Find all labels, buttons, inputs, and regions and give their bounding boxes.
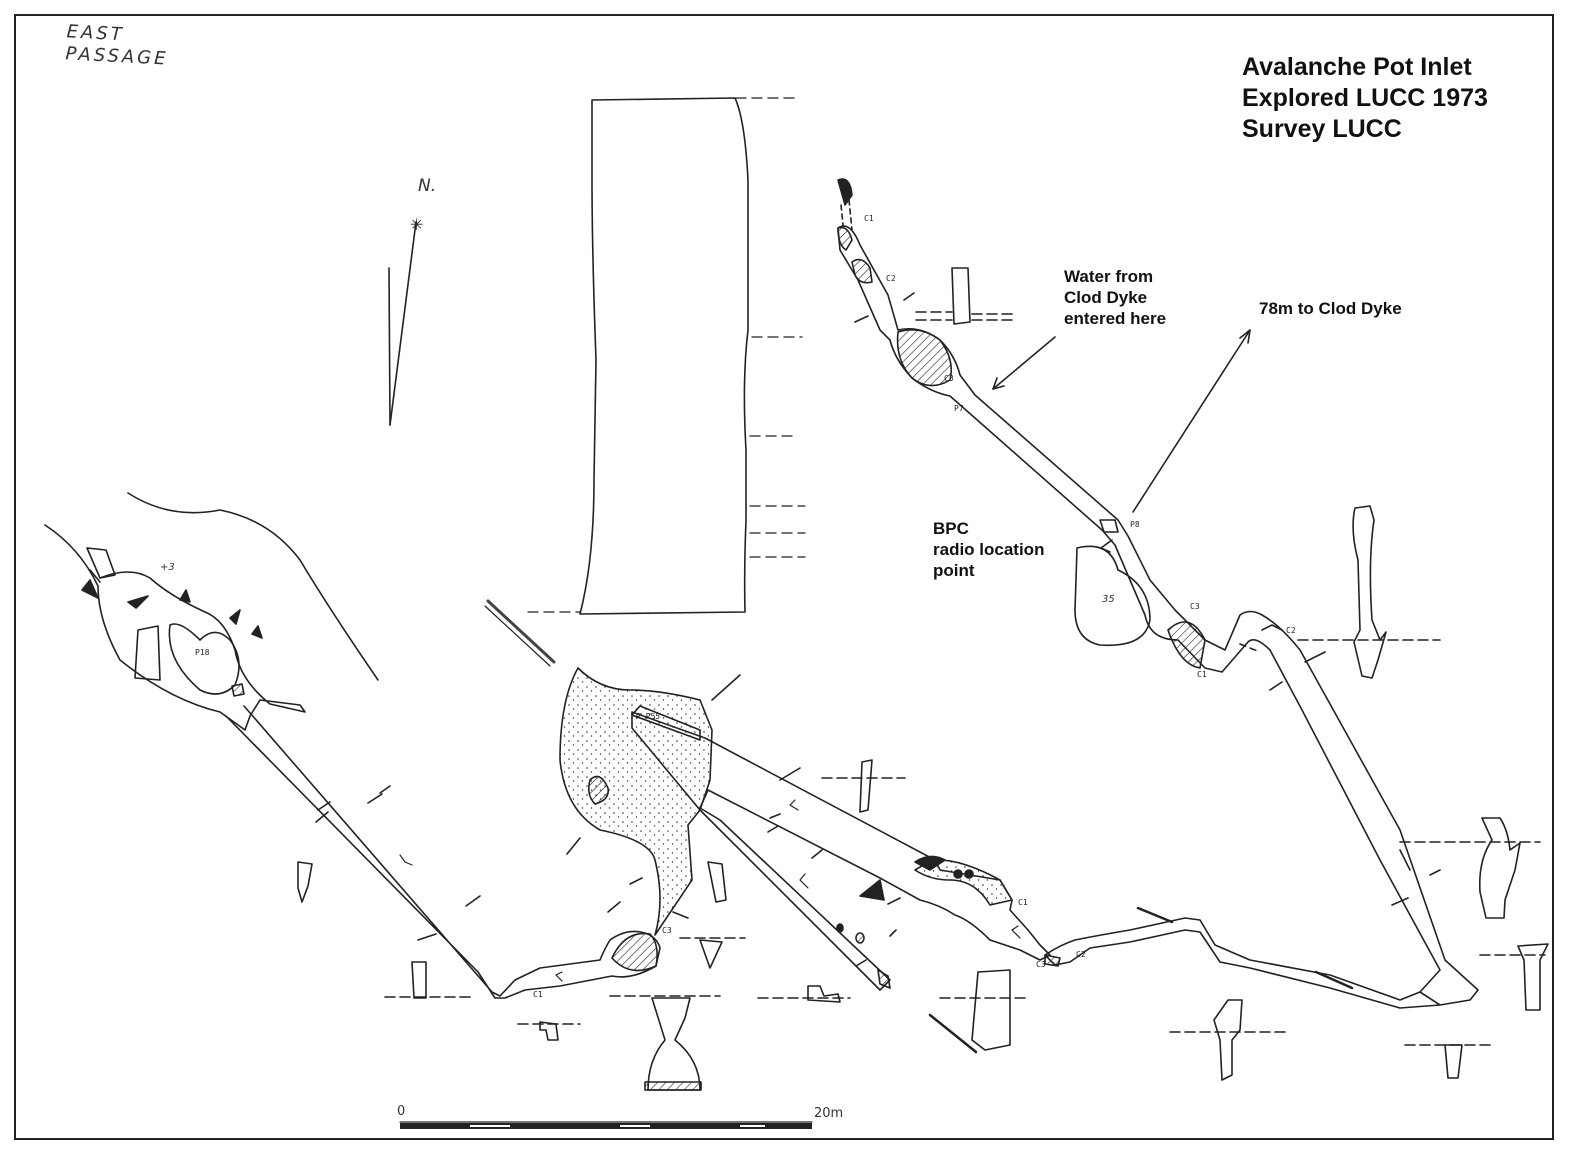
east-passage-label: EAST PASSAGE — [65, 21, 170, 70]
scale-start-label: 0 — [397, 1104, 406, 1119]
station-label: P18 — [195, 648, 210, 657]
station-label: C2 — [1076, 950, 1086, 959]
station-label: R P55 — [636, 712, 661, 721]
title-line-2: Explored LUCC 1973 — [1242, 84, 1488, 112]
station-label: C2 — [886, 274, 896, 283]
north-arrow-icon: ✳ — [388, 215, 423, 426]
station-label: P8 — [1130, 520, 1140, 529]
station-label: C3 — [944, 374, 954, 383]
east-passage-chamber — [44, 492, 661, 999]
station-label: C1 — [1197, 670, 1207, 679]
water-entry-line-3: entered here — [1064, 309, 1167, 328]
station-label: C2 — [1286, 626, 1296, 635]
station-label: C3 — [662, 926, 672, 935]
station-label: C3 — [1036, 960, 1046, 969]
title-line-1: Avalanche Pot Inlet — [1242, 53, 1472, 81]
annotation-arrows — [992, 329, 1251, 553]
plus3-label: +3 — [160, 562, 175, 573]
radio-line-3: point — [933, 561, 975, 580]
station-label: C1 — [1018, 898, 1028, 907]
water-entry-line-1: Water from — [1064, 267, 1154, 286]
station-label: C1 — [864, 214, 874, 223]
elevation-dashes — [527, 97, 806, 613]
station-label: C1 — [533, 990, 543, 999]
upper-passage — [837, 178, 1479, 1006]
svg-text:✳: ✳ — [410, 215, 423, 234]
central-chamber — [559, 667, 1441, 1009]
map-frame — [14, 14, 1554, 1140]
radio-line-2: radio location — [933, 540, 1045, 559]
scale-end-label: 20m — [814, 1106, 844, 1121]
flow-arrows — [399, 799, 1021, 982]
elevation-block — [579, 97, 749, 615]
station-label: P7 — [954, 404, 964, 413]
map-title: Avalanche Pot Inlet Explored LUCC 1973 S… — [1242, 52, 1488, 145]
depth-label: 35 — [1102, 594, 1115, 605]
title-line-3: Survey LUCC — [1242, 115, 1402, 143]
scale-bar — [399, 1121, 813, 1129]
north-label: N. — [418, 176, 437, 196]
station-label: C3 — [1190, 602, 1200, 611]
water-entry-line-2: Clod Dyke — [1064, 288, 1148, 307]
clod-dyke-distance-note: 78m to Clod Dyke — [1259, 299, 1402, 318]
cross-sections — [297, 505, 1549, 1091]
water-entry-note: Water from Clod Dyke entered here — [1064, 266, 1166, 329]
radio-line-1: BPC — [933, 519, 969, 538]
radio-location-note: BPC radio location point — [933, 518, 1044, 581]
